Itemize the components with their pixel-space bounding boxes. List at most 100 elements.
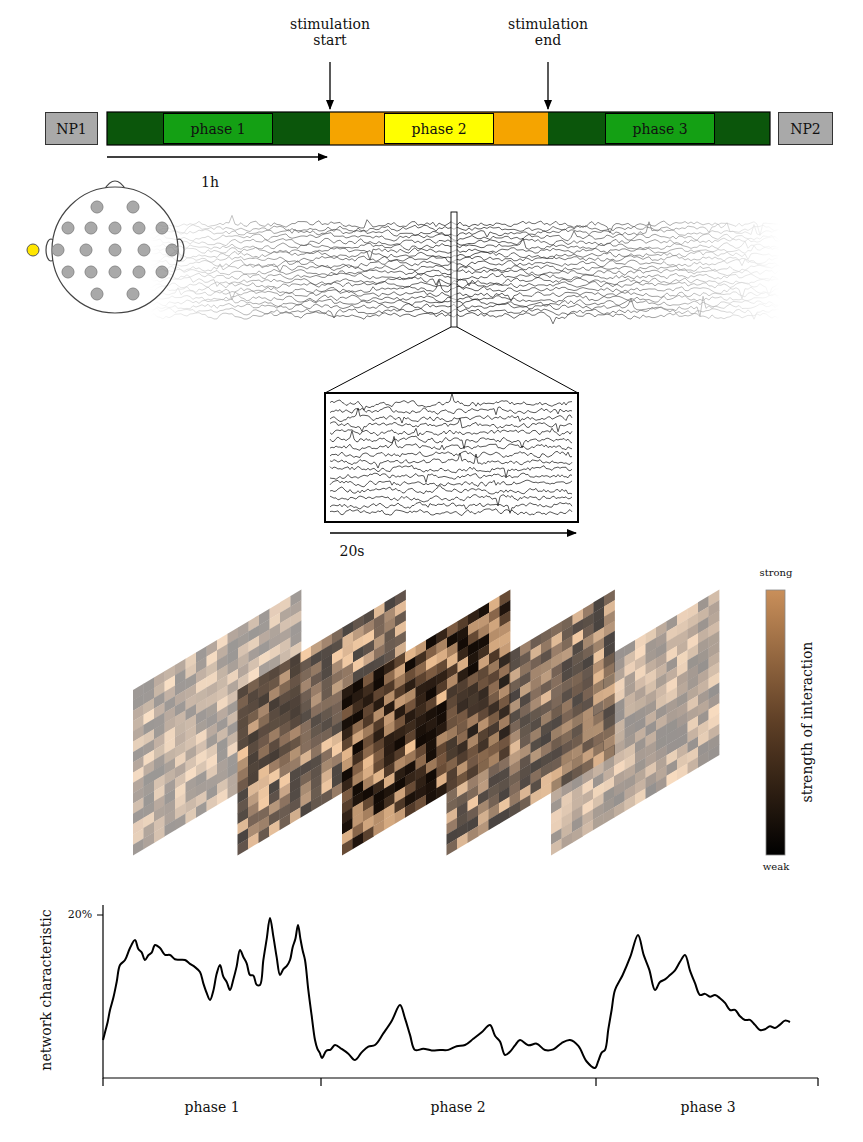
axis-title: network characteristic [38,909,54,1070]
interaction-matrices [133,590,719,856]
axis-ticks [97,915,818,1086]
matrix-cell [238,838,249,855]
zoom-line [325,327,451,393]
stimulation-label: stimulation end [493,16,603,48]
time-arrow [107,156,327,158]
matrix-cell [698,751,709,768]
electrode [156,222,168,234]
axis-tick-label: phase 2 [430,1099,485,1115]
matrix-cell [186,807,197,824]
matrix-cell [259,826,270,843]
scale-end-label: strong [760,567,793,579]
window-marker [451,212,457,327]
matrix-cell [572,826,583,843]
eeg-trace [330,502,572,513]
matrix-cell [311,794,322,811]
eeg-trace [330,408,572,423]
eeg-trace [330,473,572,482]
eeg-trace [145,215,784,235]
matrix-cell [332,782,343,799]
electrode [85,222,97,234]
electrode [80,244,92,256]
eeg-trace [145,231,784,241]
matrix-cell [478,819,489,836]
eeg-trace [145,268,784,275]
box-label: phase 1 [190,121,245,137]
duration-label: 1h [201,174,219,190]
matrix-cell [217,788,228,805]
electrode [85,266,97,278]
zoom-line [457,327,578,393]
eeg-trace [145,237,784,246]
electrode [127,288,139,300]
matrix-cell [322,788,333,805]
electrode [109,266,121,278]
matrix-cell [353,832,364,849]
electrode [109,222,121,234]
colorbar [766,590,785,855]
eeg-trace [330,480,572,487]
matrix-cell [395,807,406,824]
matrix-cell [688,757,699,774]
electrode [52,244,64,256]
electrode [91,201,103,213]
eeg-trace [330,394,572,411]
matrix-cell [154,826,165,843]
timeline-bar [107,112,770,145]
stimulation-label: stimulation start [275,16,385,48]
matrix-cell [604,807,615,824]
interaction-matrix [447,590,615,856]
phase-box: phase 2 [384,113,494,144]
matrix-cell [405,801,416,818]
matrix-cell [437,782,448,799]
eeg-trace [145,294,784,302]
matrix-cell [133,838,144,855]
box-label: NP2 [790,121,821,137]
eeg-trace [145,238,784,250]
eeg-trace [330,451,572,458]
scale-end-label: weak [763,861,790,873]
matrix-cell [363,826,374,843]
electrode [133,222,145,234]
eeg-trace [145,273,784,281]
chart-axes [103,905,818,1078]
axis-tick-label: phase 1 [184,1099,239,1115]
eeg-traces [145,215,784,323]
electrode [133,266,145,278]
matrix-cell [144,832,155,849]
matrix-cell [510,801,521,818]
box-label: phase 2 [411,121,466,137]
matrix-cell [426,788,437,805]
stimulation-arrow [547,62,548,109]
matrix-cell [228,782,239,799]
matrix-cell [656,776,667,793]
matrix-cell [175,813,186,830]
reference-electrode [27,244,39,256]
matrix-cell [531,788,542,805]
eeg-trace [145,223,784,233]
matrix-cell [614,801,625,818]
matrix-cell [416,794,427,811]
interaction-matrix [551,590,719,856]
matrix-cell [583,819,594,836]
matrix-cell [625,794,636,811]
matrix-cell [667,769,678,786]
baseline-box: NP1 [45,112,98,145]
interaction-matrix [238,590,406,856]
eeg-trace [330,428,572,436]
eeg-trace [330,418,572,432]
electrode [91,288,103,300]
eeg-trace [145,296,784,316]
matrix-cell [457,832,468,849]
matrix-cell [280,813,291,830]
matrix-cell [290,807,301,824]
matrix-cell [541,782,552,799]
eeg-traces-zoom [330,394,572,516]
matrix-cell [499,807,510,824]
eeg-trace [145,288,784,301]
interaction-matrix [133,590,301,856]
matrix-cell [447,838,458,855]
matrix-cell [709,744,720,761]
matrix-cell [593,813,604,830]
